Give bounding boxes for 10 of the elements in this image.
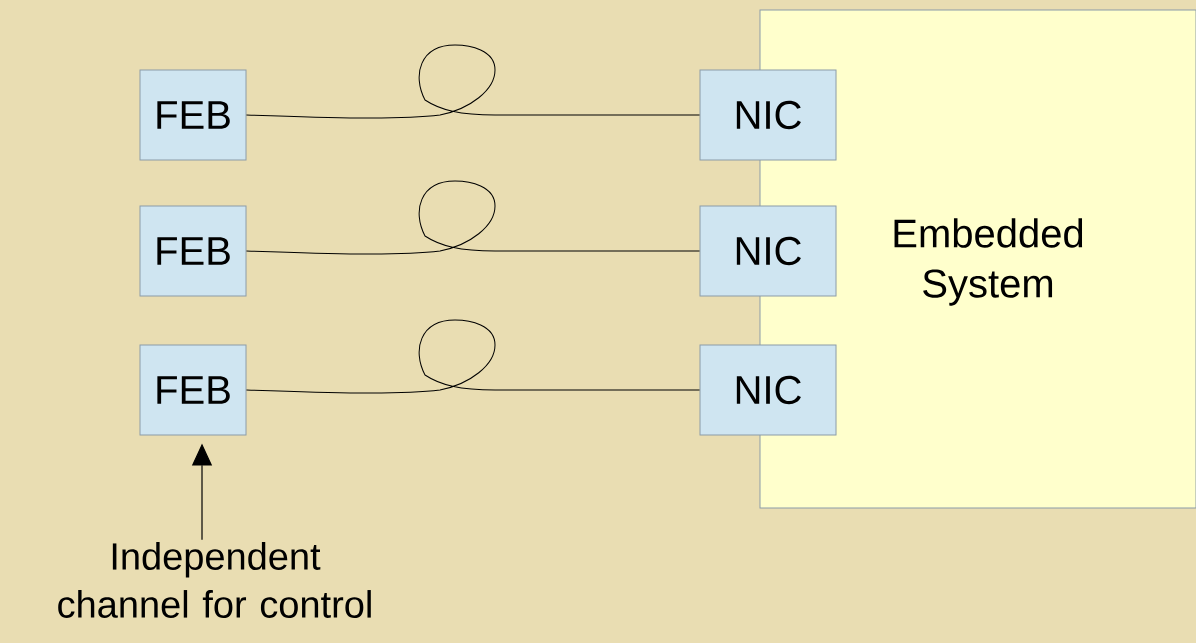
module-box: FEB [139,69,247,161]
module-box: NIC [699,69,837,161]
module-box: NIC [699,205,837,297]
cable [246,319,700,394]
cable [246,180,700,255]
module-box: FEB [139,205,247,297]
annotation-text: Independent channel for control [58,542,371,618]
module-box: NIC [699,344,837,436]
module-box: FEB [139,344,247,436]
cable [246,44,700,119]
